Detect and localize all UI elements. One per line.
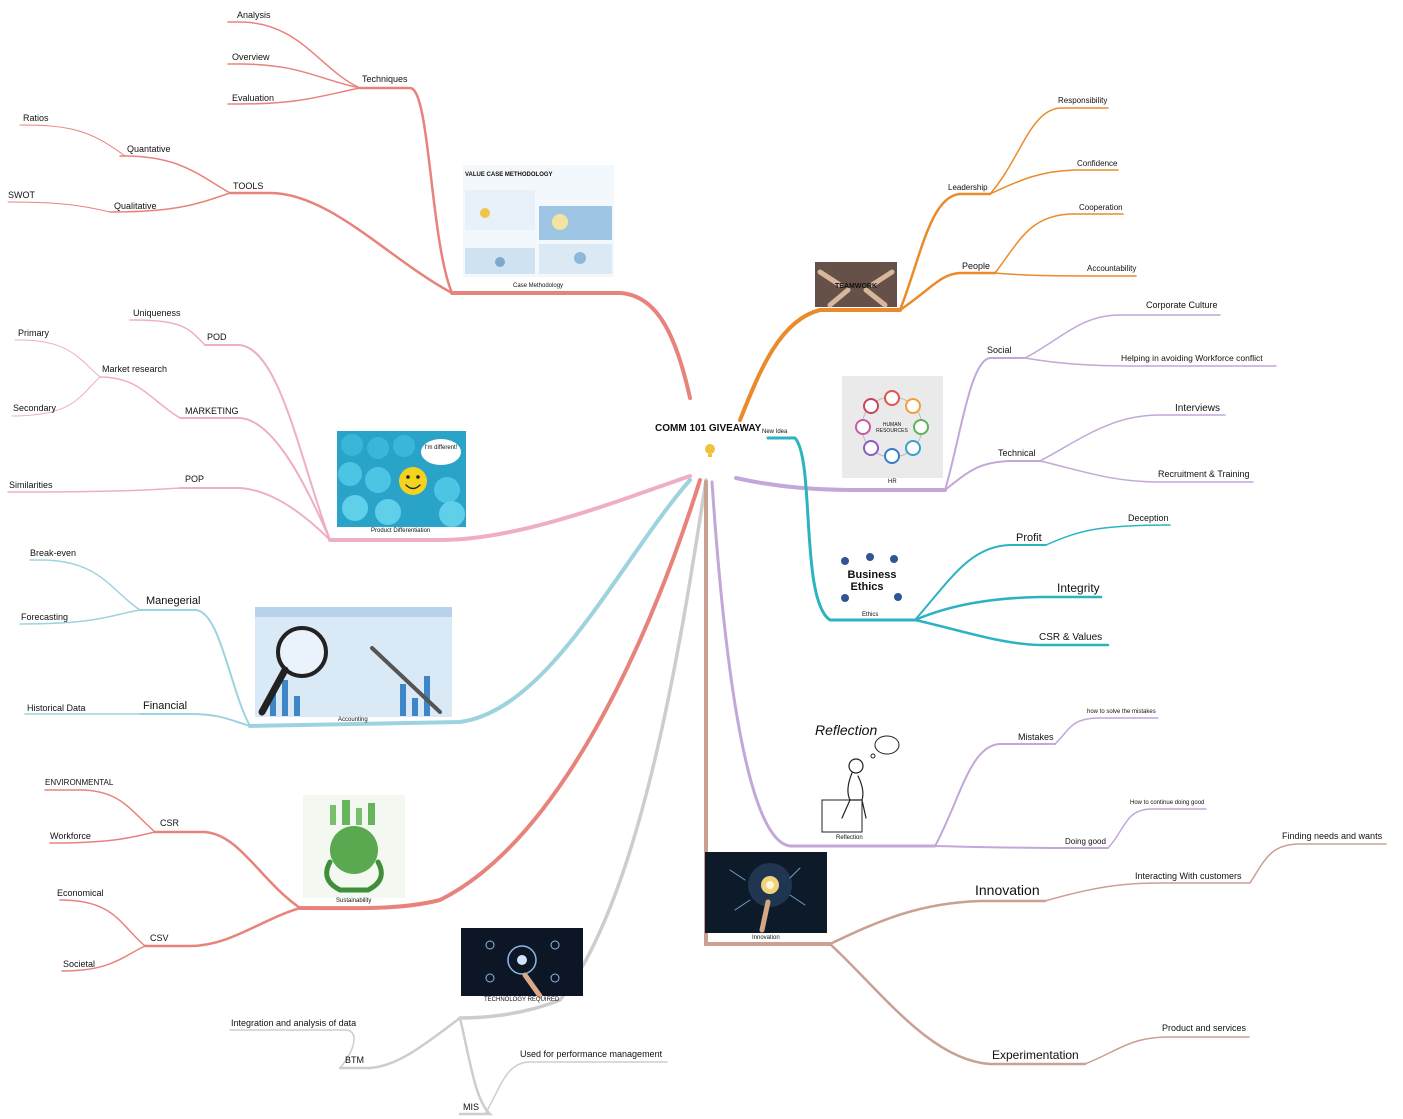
case-image-title: VALUE CASE METHODOLOGY — [465, 172, 553, 178]
node-uniqueness[interactable]: Uniqueness — [133, 308, 181, 318]
branch-case-methodology: Techniques Analysis Overview Evaluation … — [7, 10, 692, 400]
node-economical[interactable]: Economical — [57, 888, 104, 898]
node-integration[interactable]: Integration and analysis of data — [231, 1018, 356, 1028]
hr-image-text-2: RESOURCES — [876, 428, 908, 434]
technology-caption: TECHNOLOGY REQUIRED — [484, 997, 560, 1003]
node-managerial[interactable]: Manegerial — [146, 595, 200, 607]
node-analysis[interactable]: Analysis — [237, 10, 271, 20]
node-product-services[interactable]: Product and services — [1162, 1023, 1247, 1033]
reflection-caption: Reflection — [836, 835, 863, 841]
node-evaluation[interactable]: Evaluation — [232, 93, 274, 103]
node-solve-mistakes[interactable]: how to solve the mistakes — [1087, 709, 1156, 715]
branch-innovation: Innovation Interacting With customers Fi… — [704, 480, 1387, 1066]
sustainability-image — [303, 795, 405, 898]
node-btm[interactable]: BTM — [345, 1055, 364, 1065]
accounting-image — [255, 607, 452, 717]
teamwork-image-text: TEAMWORK — [835, 283, 877, 290]
node-pod[interactable]: POD — [207, 332, 227, 342]
node-techniques[interactable]: Techniques — [362, 74, 408, 84]
case-methodology-caption: Case Methodology — [513, 283, 563, 289]
node-workforce[interactable]: Workforce — [50, 831, 91, 841]
hr-caption: HR — [888, 479, 897, 485]
node-people[interactable]: People — [962, 261, 990, 271]
node-deception[interactable]: Deception — [1128, 513, 1169, 523]
node-swot[interactable]: SWOT — [8, 190, 35, 200]
node-market-research[interactable]: Market research — [102, 364, 167, 374]
node-primary[interactable]: Primary — [18, 328, 49, 338]
case-methodology-image: VALUE CASE METHODOLOGY — [463, 165, 614, 277]
teamwork-image: TEAMWORK — [815, 262, 897, 308]
node-environmental[interactable]: ENVIRONMENTAL — [45, 778, 114, 787]
branch-accounting: Manegerial Break-even Forecasting Financ… — [19, 478, 692, 728]
hr-image: HUMAN RESOURCES — [842, 376, 943, 478]
node-recruitment[interactable]: Recruitment & Training — [1158, 469, 1250, 479]
new-idea-label: New Idea — [762, 429, 788, 435]
product-image-bubble-text: I'm different! — [425, 445, 458, 451]
node-technical[interactable]: Technical — [998, 448, 1036, 458]
branch-ethics: Profit Deception Integrity CSR & Values … — [766, 436, 1171, 647]
central-topic[interactable]: COMM 101 GIVEAWAY New Idea — [655, 423, 788, 466]
ethics-caption: Ethics — [862, 612, 878, 618]
branch-hr: Social Corporate Culture Helping in avoi… — [734, 300, 1277, 492]
technology-image — [461, 928, 583, 999]
node-qualitative[interactable]: Qualitative — [114, 201, 157, 211]
ethics-image-text-1: Business — [848, 569, 897, 581]
node-finding-needs[interactable]: Finding needs and wants — [1282, 831, 1383, 841]
node-integrity[interactable]: Integrity — [1057, 581, 1100, 595]
node-confidence[interactable]: Confidence — [1077, 159, 1118, 168]
reflection-image: Reflection — [815, 722, 900, 833]
product-differentiation-image: I'm different! — [337, 431, 466, 527]
ethics-image: Business Ethics — [830, 548, 912, 613]
node-profit[interactable]: Profit — [1016, 532, 1042, 544]
node-interviews[interactable]: Interviews — [1175, 403, 1220, 414]
node-quantative[interactable]: Quantative — [127, 144, 171, 154]
product-differentiation-caption: Product Differentiation — [371, 528, 430, 534]
node-forecasting[interactable]: Forecasting — [21, 612, 68, 622]
idea-head-icon — [705, 444, 715, 457]
node-overview[interactable]: Overview — [232, 52, 270, 62]
node-ratios[interactable]: Ratios — [23, 113, 49, 123]
node-mis[interactable]: MIS — [463, 1102, 479, 1112]
node-mistakes[interactable]: Mistakes — [1018, 732, 1054, 742]
branch-product-differentiation: POD Uniqueness MARKETING Market research… — [7, 308, 692, 542]
node-corporate-culture[interactable]: Corporate Culture — [1146, 300, 1218, 310]
node-performance[interactable]: Used for performance management — [520, 1049, 663, 1059]
sustainability-caption: Sustainability — [336, 898, 371, 904]
branch-teamwork: Leadership Responsibility Confidence Peo… — [738, 96, 1137, 422]
node-leadership[interactable]: Leadership — [948, 183, 988, 192]
node-marketing[interactable]: MARKETING — [185, 406, 239, 416]
node-workforce-conflict[interactable]: Helping in avoiding Workforce conflict — [1121, 353, 1263, 363]
node-pop[interactable]: POP — [185, 474, 204, 484]
node-csv[interactable]: CSV — [150, 933, 169, 943]
node-continue-good[interactable]: How to continue doing good — [1130, 800, 1204, 806]
branch-sustainability: CSR ENVIRONMENTAL Workforce CSV Economic… — [44, 478, 702, 972]
node-financial[interactable]: Financial — [143, 700, 187, 712]
node-tools[interactable]: TOOLS — [233, 181, 263, 191]
innovation-image — [705, 852, 827, 933]
node-csr-values[interactable]: CSR & Values — [1039, 632, 1102, 643]
node-experimentation[interactable]: Experimentation — [992, 1048, 1079, 1062]
node-accountability[interactable]: Accountability — [1087, 264, 1136, 273]
node-cooperation[interactable]: Cooperation — [1079, 203, 1123, 212]
reflection-image-text: Reflection — [815, 722, 877, 738]
node-responsibility[interactable]: Responsibility — [1058, 96, 1107, 105]
accounting-caption: Accounting — [338, 717, 368, 723]
hr-image-text-1: HUMAN — [883, 422, 902, 428]
node-secondary[interactable]: Secondary — [13, 403, 57, 413]
node-innovation[interactable]: Innovation — [975, 882, 1040, 898]
branch-technology: BTM Integration and analysis of data MIS… — [229, 478, 708, 1116]
branch-reflection: Mistakes how to solve the mistakes Doing… — [710, 480, 1207, 849]
node-doing-good[interactable]: Doing good — [1065, 837, 1106, 846]
node-break-even[interactable]: Break-even — [30, 548, 76, 558]
central-title: COMM 101 GIVEAWAY — [655, 423, 762, 434]
node-interacting-customers[interactable]: Interacting With customers — [1135, 871, 1242, 881]
node-social[interactable]: Social — [987, 345, 1012, 355]
node-societal[interactable]: Societal — [63, 959, 95, 969]
ethics-image-text-2: Ethics — [850, 581, 883, 593]
node-similarities[interactable]: Similarities — [9, 480, 53, 490]
node-historical-data[interactable]: Historical Data — [27, 703, 86, 713]
innovation-caption: Innovation — [752, 935, 780, 941]
node-csr[interactable]: CSR — [160, 818, 180, 828]
